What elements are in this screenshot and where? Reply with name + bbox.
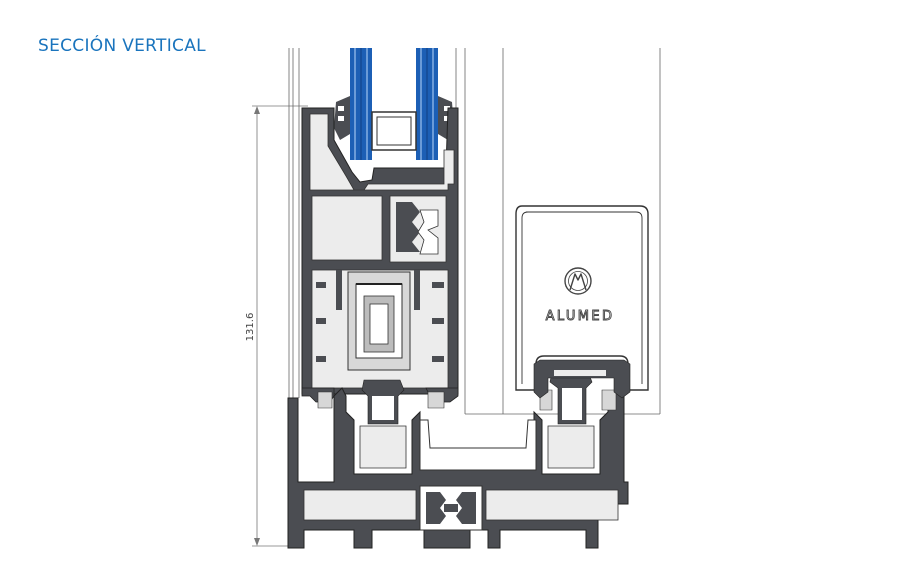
section-title: SECCIÓN VERTICAL (38, 36, 206, 56)
glass-pane-right (416, 48, 438, 160)
dimension-line (252, 105, 308, 547)
brand-name: ALUMED (546, 309, 615, 324)
thermal-break-center (419, 485, 483, 531)
roller-hardware (347, 271, 411, 371)
glass-spacer (371, 111, 417, 151)
glass-pane-left (350, 48, 372, 160)
frame-profile (287, 371, 629, 549)
dimension-label: 131.6 (245, 313, 256, 342)
sash-profile (301, 107, 459, 403)
brand-logo-icon (564, 267, 592, 295)
second-sash (515, 205, 649, 399)
